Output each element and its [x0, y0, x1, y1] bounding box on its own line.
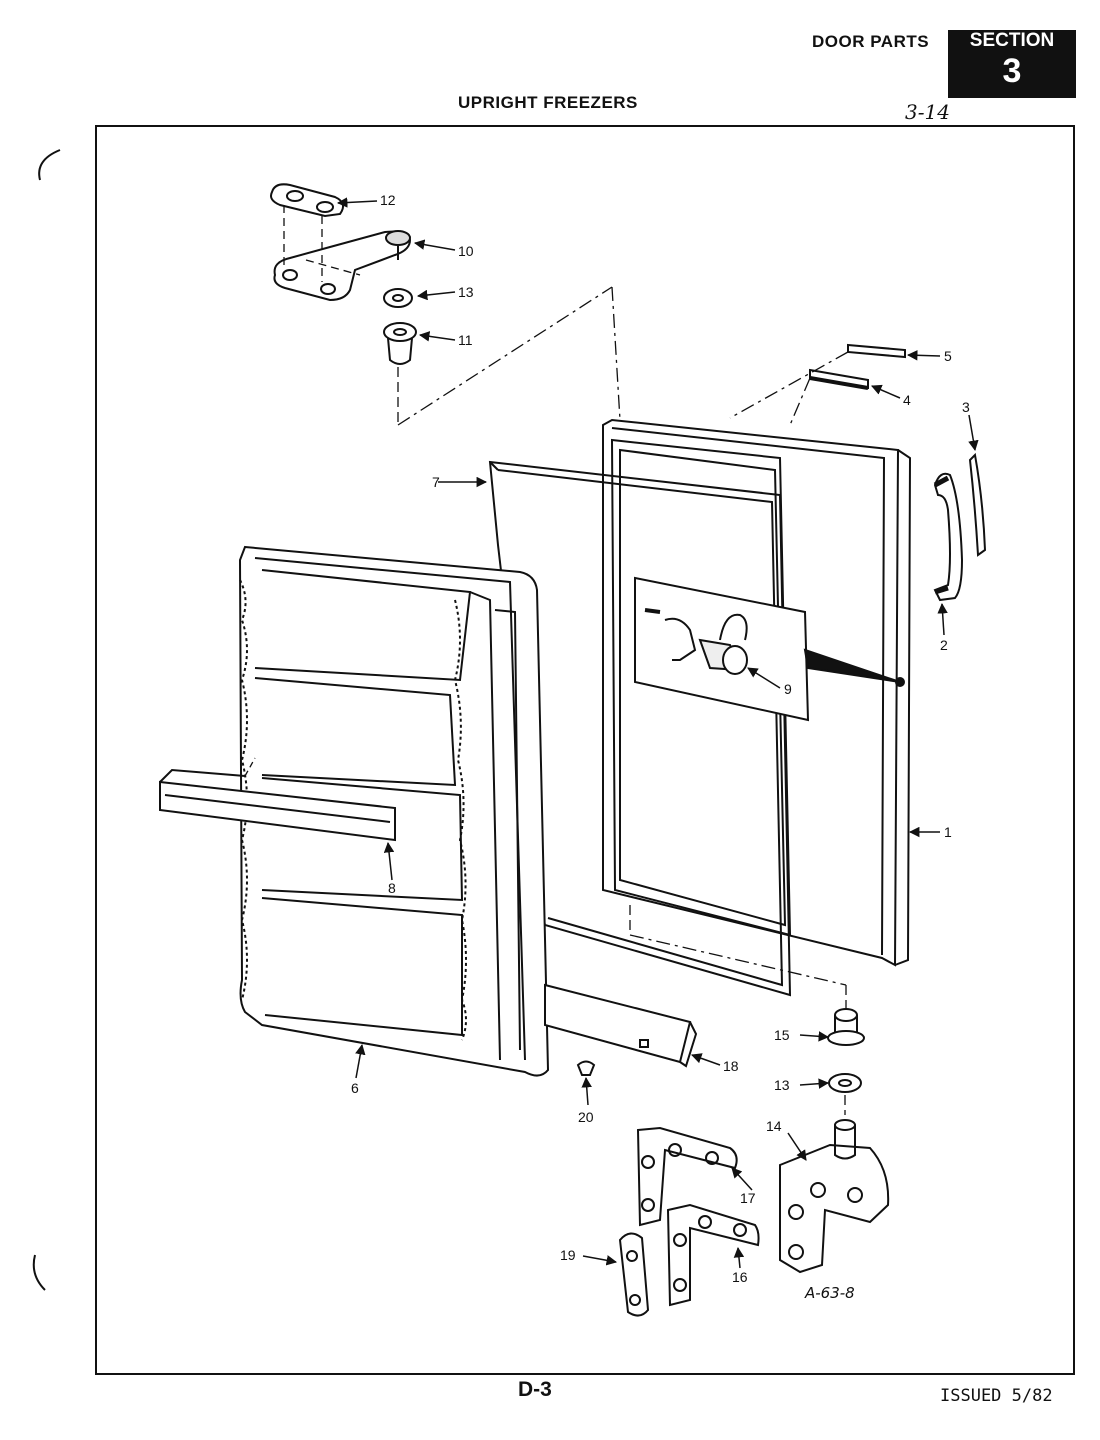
callout-6: 6: [351, 1080, 359, 1096]
part-8-shelf-bar: [159, 768, 396, 842]
callout-13: 13: [458, 284, 474, 300]
callout-16: 16: [732, 1269, 748, 1285]
callout-19: 18: [723, 1058, 739, 1074]
callout-18: 19: [560, 1247, 576, 1263]
part-15-pin: [827, 1008, 865, 1046]
part-11-bushing: [383, 322, 417, 365]
part-9-lock-detail: [634, 576, 810, 722]
callout-17: 17: [740, 1190, 756, 1206]
callout-20: 20: [578, 1109, 594, 1125]
part-17-angle-plate: [636, 1126, 738, 1227]
page-title: DOOR PARTS: [812, 32, 930, 51]
part-12-hinge-plate: [270, 183, 345, 218]
part-14-lower-hinge-bracket: [779, 1119, 890, 1274]
part-4-trim: [809, 368, 869, 390]
part-19-bottom-channel: [544, 983, 698, 1068]
callout-labels: 12 10 13 11 5 4 3 2 7 9 1 8 6 18 20 15 1…: [351, 192, 970, 1302]
callout-3: 3: [962, 399, 970, 415]
part-3-handle-cover: [968, 452, 987, 557]
part-20-screw: [576, 1060, 596, 1076]
diagram-reference: A-63-8: [804, 1284, 855, 1302]
margin-mark: [38, 149, 61, 181]
callout-11: 11: [458, 332, 473, 348]
callout-10: 10: [458, 243, 474, 259]
callout-7: 7: [432, 474, 440, 490]
callout-leaders: [336, 197, 979, 1269]
part-13-lower-washer: [828, 1073, 862, 1093]
part-16-angle-plate: [666, 1203, 760, 1307]
handwritten-note: 3-14: [905, 100, 950, 124]
section-label: SECTION: [969, 30, 1055, 51]
diagram-frame: [95, 125, 1075, 1375]
callout-5: 5: [944, 348, 952, 364]
callout-13-lower: 13: [774, 1077, 790, 1093]
part-18-plate: [618, 1232, 650, 1317]
page-code: D-3: [518, 1378, 552, 1401]
callout-1: 1: [944, 824, 952, 840]
part-2-handle: [933, 472, 964, 602]
callout-4: 4: [903, 392, 911, 408]
part-10-hinge: [273, 230, 412, 302]
callout-2: 2: [940, 637, 948, 653]
callout-15: 15: [774, 1027, 790, 1043]
section-badge: SECTION 3: [948, 30, 1076, 98]
callout-9: 9: [784, 681, 792, 697]
margin-mark: [32, 1254, 46, 1291]
issued-date: ISSUED 5/82: [940, 1386, 1053, 1406]
callout-8: 8: [388, 880, 396, 896]
callout-14: 14: [766, 1118, 782, 1134]
page-subtitle: UPRIGHT FREEZERS: [458, 93, 638, 112]
callout-12: 12: [380, 192, 396, 208]
section-number: 3: [1002, 52, 1022, 90]
part-13-washer: [383, 288, 413, 308]
part-5-trim: [847, 343, 906, 359]
